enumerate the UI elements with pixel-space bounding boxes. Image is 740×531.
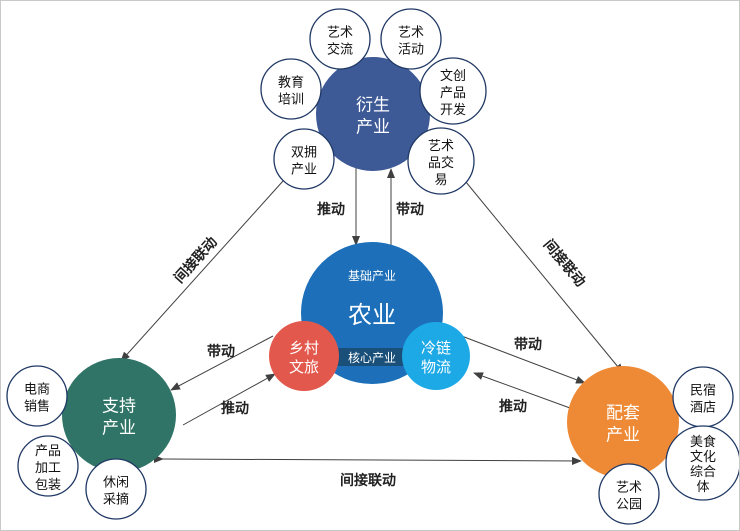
derivative-satellite-2 bbox=[380, 8, 442, 70]
cold-chain-circle bbox=[402, 322, 470, 390]
derivative-satellite-6 bbox=[407, 127, 475, 195]
cold-chain-label: 冷链物流 bbox=[421, 339, 451, 376]
matching-satellite-label-1: 民宿酒店 bbox=[690, 382, 716, 415]
matching-satellite-label-3: 艺术公园 bbox=[616, 480, 642, 512]
matching-satellite-label-2: 美食文化综合体 bbox=[690, 434, 716, 495]
arrow-drive-support-to-agriculture bbox=[182, 373, 276, 426]
agriculture-core-label: 核心产业 bbox=[348, 351, 396, 365]
derivative-satellite-label-2: 艺术活动 bbox=[398, 25, 424, 57]
support-satellite-label-3: 休闲采摘 bbox=[103, 475, 129, 507]
label-indirect-right: 间接联动 bbox=[540, 236, 589, 290]
derivative-satellite-1 bbox=[309, 8, 371, 70]
support-industry-group: 电商销售产品加工包装休闲采摘 支持产业 bbox=[6, 358, 176, 520]
derivative-satellite-label-4: 文创产品开发 bbox=[440, 69, 466, 118]
label-lead-left: 带动 bbox=[207, 343, 235, 360]
matching-satellite-2 bbox=[665, 425, 739, 501]
arrow-lead-agriculture-to-matching bbox=[458, 334, 586, 384]
derivative-satellite-4 bbox=[419, 57, 487, 125]
label-lead-top: 带动 bbox=[396, 201, 424, 218]
connector-lines bbox=[120, 158, 624, 465]
support-industry-title: 支持产业 bbox=[102, 397, 136, 439]
arrow-derivative-to-support bbox=[120, 171, 292, 362]
label-drive-top: 推动 bbox=[317, 201, 345, 218]
label-indirect-bottom: 间接联动 bbox=[340, 472, 396, 489]
label-drive-left: 推动 bbox=[221, 400, 249, 417]
support-satellite-3 bbox=[85, 458, 147, 520]
rural-tourism-circle bbox=[269, 321, 339, 391]
derivative-satellite-label-6: 艺术品交易 bbox=[428, 139, 454, 188]
agriculture-title: 农业 bbox=[348, 301, 396, 329]
derivative-industry-title: 衍生产业 bbox=[356, 96, 390, 138]
label-lead-right: 带动 bbox=[514, 336, 542, 353]
support-satellite-1 bbox=[6, 365, 68, 427]
derivative-satellite-label-1: 艺术交流 bbox=[327, 25, 353, 57]
core-industry-band bbox=[327, 348, 417, 366]
arrow-drive-matching-to-agriculture bbox=[473, 372, 571, 409]
label-drive-right: 推动 bbox=[499, 398, 527, 415]
derivative-satellite-5 bbox=[273, 128, 335, 190]
support-satellite-label-2: 产品加工包装 bbox=[35, 444, 61, 493]
arrow-derivative-to-matching bbox=[452, 166, 624, 374]
support-satellite-label-1: 电商销售 bbox=[24, 382, 50, 414]
matching-satellite-3 bbox=[598, 463, 660, 525]
derivative-satellite-label-3: 教育培训 bbox=[278, 74, 304, 107]
arrow-lead-agriculture-to-support bbox=[170, 335, 274, 391]
rural-tourism-label: 乡村文旅 bbox=[289, 339, 319, 376]
derivative-satellite-3 bbox=[260, 58, 322, 120]
support-satellite-2 bbox=[17, 435, 79, 497]
agriculture-group: 基础产业 农业 核心产业 乡村文旅 冷链物流 bbox=[269, 242, 470, 391]
derivative-industry-circle bbox=[316, 57, 430, 171]
support-industry-circle bbox=[62, 358, 176, 472]
arrow-support-to-matching bbox=[153, 454, 582, 465]
matching-industry-circle bbox=[567, 366, 679, 478]
derivative-satellite-label-5: 双拥产业 bbox=[291, 145, 317, 177]
matching-industry-title: 配套产业 bbox=[606, 404, 640, 446]
agriculture-base-label: 基础产业 bbox=[348, 269, 396, 283]
